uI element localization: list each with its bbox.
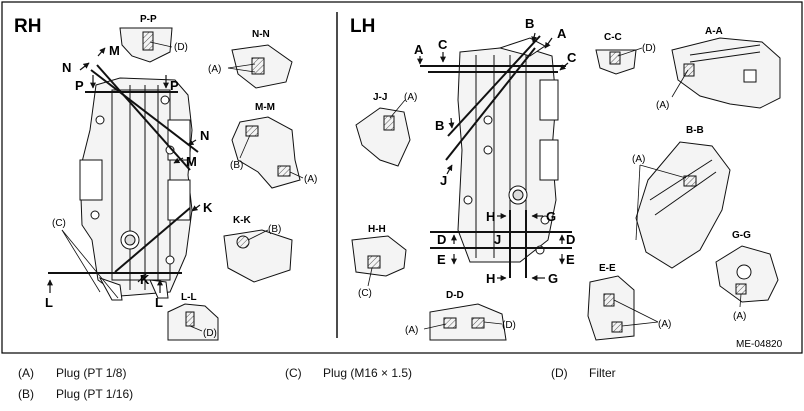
legend-text: Filter — [589, 366, 616, 380]
cut-label-p-left: P — [75, 78, 84, 93]
cut-label-k-bottom: K — [140, 272, 150, 287]
cut-label-d-right: D — [566, 232, 575, 247]
section-bb-title: B-B — [686, 125, 704, 136]
section-mm: M-M (B) (A) — [230, 102, 317, 189]
cut-label-m-top: M — [109, 43, 120, 58]
section-ee-title: E-E — [599, 263, 616, 274]
callout-a-jj: (A) — [404, 92, 417, 103]
section-cc-title: C-C — [604, 32, 622, 43]
callout-a-bb: (A) — [632, 154, 645, 165]
section-cc: C-C (D) — [595, 32, 656, 75]
rh-cut-lines — [48, 64, 199, 274]
cut-label-j-bottom: J — [494, 232, 501, 247]
callout-a-ee: (A) — [658, 319, 671, 330]
section-pp-title: P-P — [140, 14, 157, 25]
cut-label-l-left: L — [45, 295, 53, 310]
legend-text: Plug (PT 1/16) — [56, 387, 134, 401]
lh-valve-body — [457, 37, 559, 263]
legend-item-a: (A) Plug (PT 1/8) — [18, 366, 126, 380]
section-pp: P-P (D) — [119, 14, 188, 63]
cut-label-a-left: A — [414, 42, 424, 57]
figure-code: ME-04820 — [736, 339, 783, 350]
cut-label-g-top: G — [546, 209, 556, 224]
section-nn-title: N-N — [252, 29, 270, 40]
callout-d-ll: (D) — [203, 328, 217, 339]
callout-a-dd: (A) — [405, 325, 418, 336]
cut-label-g-bottom: G — [548, 271, 558, 286]
cut-label-b-left: B — [435, 118, 444, 133]
section-mm-title: M-M — [255, 102, 275, 113]
callout-b-mm: (B) — [230, 160, 243, 171]
diagram-frame — [1, 1, 803, 354]
callout-a-aa: (A) — [656, 100, 669, 111]
section-ee: E-E (A) — [587, 263, 671, 341]
section-kk-title: K-K — [233, 215, 252, 226]
rh-valve-body — [79, 77, 193, 301]
cut-label-c-left: C — [438, 37, 448, 52]
section-aa: A-A (A) — [656, 26, 781, 111]
lh-panel-title: LH — [350, 16, 375, 37]
cut-label-k-top: K — [203, 200, 213, 215]
cut-label-n-right: N — [200, 128, 209, 143]
callout-a-gg: (A) — [733, 311, 746, 322]
callout-a-mm: (A) — [304, 174, 317, 185]
section-hh: H-H (C) — [351, 224, 407, 299]
legend-key: (B) — [18, 387, 34, 401]
section-kk: K-K (B) — [223, 215, 293, 283]
callout-d-cc: (D) — [642, 43, 656, 54]
legend-key: (A) — [18, 366, 34, 380]
section-ll-title: L-L — [181, 292, 197, 303]
section-aa-title: A-A — [705, 26, 723, 37]
callout-b-kk: (B) — [268, 224, 281, 235]
lh-cut-arrows — [417, 32, 569, 281]
callout-d-dd: (D) — [502, 320, 516, 331]
cut-label-p-right: P — [170, 78, 179, 93]
section-dd: D-D (A) (D) — [405, 290, 516, 341]
legend-key: (C) — [285, 366, 302, 380]
callout-c-hh: (C) — [358, 288, 372, 299]
section-jj-title: J-J — [373, 92, 387, 103]
cut-label-h-top: H — [486, 209, 495, 224]
cut-label-j-left: J — [440, 173, 447, 188]
legend-text: Plug (M16 × 1.5) — [323, 366, 413, 380]
legend-item-c: (C) Plug (M16 × 1.5) — [285, 366, 412, 380]
section-gg: G-G (A) — [715, 230, 779, 322]
cut-label-c-right: C — [567, 50, 577, 65]
legend-key: (D) — [551, 366, 568, 380]
callout-a-nn: (A) — [208, 64, 221, 75]
callout-c-rh-leaders — [61, 229, 119, 299]
section-dd-title: D-D — [446, 290, 464, 301]
callout-c-rh: (C) — [52, 218, 66, 229]
cut-label-b-top: B — [525, 16, 534, 31]
legend-item-d: (D) Filter — [551, 366, 616, 380]
legend-item-b: (B) Plug (PT 1/16) — [18, 387, 133, 401]
cut-label-d-left: D — [437, 232, 446, 247]
cut-label-h-bottom: H — [486, 271, 495, 286]
cut-label-e-left: E — [437, 252, 446, 267]
section-hh-title: H-H — [368, 224, 386, 235]
section-bb: B-B (A) — [632, 125, 731, 269]
section-ll: L-L (D) — [167, 292, 219, 341]
callout-d-pp: (D) — [174, 42, 188, 53]
cut-label-m-right: M — [186, 154, 197, 169]
lh-cut-labels: A C B A C B J H G D J D E E H G — [414, 16, 577, 286]
rh-cut-labels: P P N M N M K K L L — [45, 43, 213, 310]
lh-cut-lines — [420, 35, 572, 278]
cut-label-l-right: L — [155, 295, 163, 310]
cut-label-a-right: A — [557, 26, 567, 41]
rh-panel-title: RH — [14, 16, 41, 37]
section-jj: J-J (A) — [355, 92, 417, 167]
rh-cut-arrows — [47, 47, 201, 293]
legend-text: Plug (PT 1/8) — [56, 366, 127, 380]
section-gg-title: G-G — [732, 230, 751, 241]
cut-label-n-top: N — [62, 60, 71, 75]
section-nn: N-N (A) — [208, 29, 293, 89]
cut-label-e-right: E — [566, 252, 575, 267]
